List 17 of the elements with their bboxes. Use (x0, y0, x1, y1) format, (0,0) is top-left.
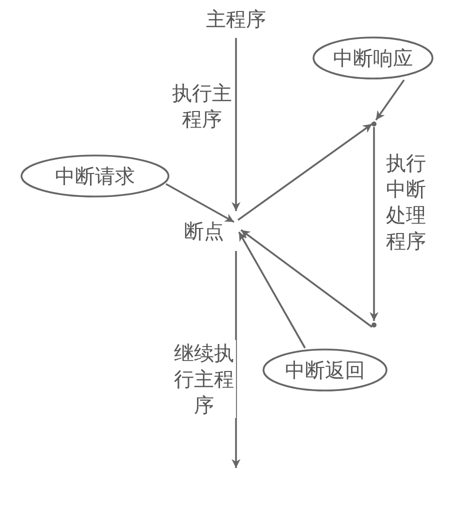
arrow (232, 38, 240, 211)
edge-label: 执行主程序 (170, 80, 234, 132)
junction-dot (370, 321, 378, 329)
arrow (240, 229, 373, 328)
node-label: 主程序 (206, 7, 266, 31)
node-label: 断点 (184, 219, 224, 243)
ellipse-node: 中断返回 (262, 348, 388, 392)
arrow (232, 251, 240, 468)
arrow (238, 232, 306, 348)
edge-label: 继续执行主程序 (172, 340, 236, 418)
ellipse-node: 中断请求 (20, 154, 170, 198)
ellipse-node: 中断响应 (312, 36, 434, 80)
arrow (375, 79, 405, 121)
arrow (166, 183, 234, 223)
arrow (237, 123, 373, 221)
arrow (370, 127, 378, 321)
junction-dot (370, 120, 378, 128)
